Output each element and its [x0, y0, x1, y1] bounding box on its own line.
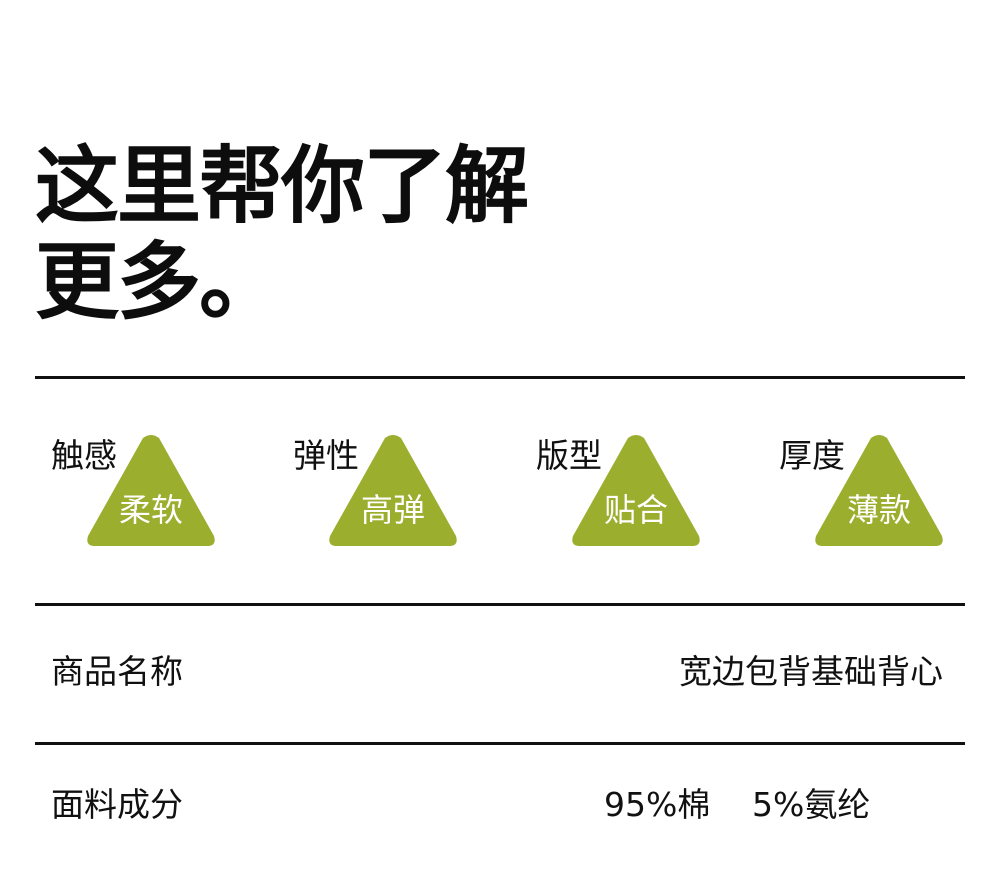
- attribute-touch: 触感 柔软: [35, 428, 235, 553]
- fabric-value-spandex: 5%氨纶: [752, 785, 871, 824]
- triangle-badge-icon: [87, 435, 215, 546]
- attribute-label: 弹性: [293, 436, 359, 475]
- divider-bottom: [35, 742, 965, 745]
- headline: 这里帮你了解 更多。: [35, 138, 635, 330]
- fabric-label: 面料成分: [51, 785, 183, 824]
- triangle-badge-icon: [815, 435, 943, 546]
- divider-top: [35, 376, 965, 379]
- product-name-value: 宽边包背基础背心: [679, 652, 943, 691]
- attribute-label: 触感: [51, 436, 117, 475]
- fabric-value-cotton: 95%棉: [604, 785, 711, 824]
- attribute-label: 厚度: [779, 436, 845, 475]
- triangle-badge-icon: [572, 435, 700, 546]
- attribute-value: 贴合: [603, 491, 668, 529]
- headline-line-2: 更多。: [35, 233, 283, 331]
- attribute-value: 薄款: [846, 491, 911, 529]
- attribute-value: 高弹: [360, 491, 425, 529]
- attribute-thickness: 厚度 薄款: [763, 428, 963, 553]
- product-name-label: 商品名称: [51, 652, 183, 691]
- triangle-badge-icon: [329, 435, 457, 546]
- attribute-value: 柔软: [118, 491, 183, 529]
- attribute-fit: 版型 贴合: [520, 428, 720, 553]
- attribute-label: 版型: [536, 436, 602, 475]
- divider-middle: [35, 603, 965, 606]
- attribute-elasticity: 弹性 高弹: [277, 428, 477, 553]
- headline-line-1: 这里帮你了解: [35, 137, 529, 235]
